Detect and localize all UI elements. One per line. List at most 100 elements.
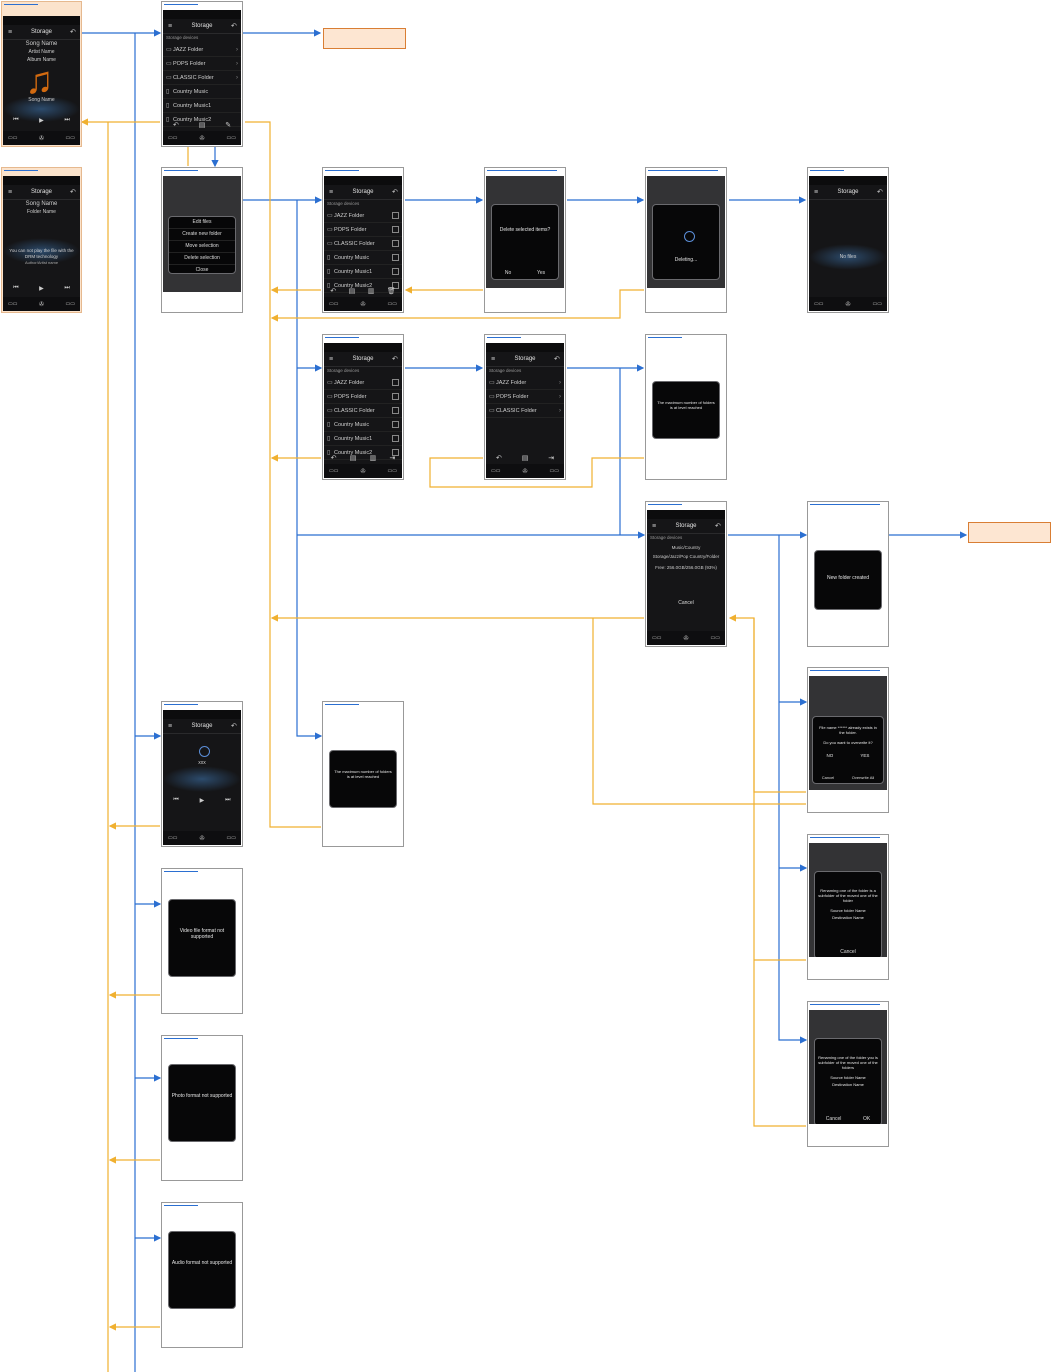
rename-dialog: Renaming one of the folder is a subfolde… (814, 871, 882, 957)
overwrite-question: Do you want to overwrite it? (813, 740, 883, 745)
close-button[interactable]: Close (169, 265, 235, 276)
spinner-icon (684, 231, 695, 242)
back-icon[interactable]: ↶ (714, 522, 722, 530)
back-icon[interactable]: ↶ (230, 22, 238, 30)
hamburger-icon[interactable]: ≡ (166, 23, 174, 30)
screen-title: Storage (352, 189, 373, 195)
overwrite-all-button[interactable]: Overwrite All (852, 775, 874, 780)
screen-deleting: Deleting... (645, 167, 727, 313)
pencil-icon[interactable]: ✎ (225, 121, 231, 129)
list-item[interactable]: ▯Country Music1 (163, 99, 241, 113)
screen-select-delete: ≡Storage↶ Storage devices ▭JAZZ Folder ▭… (322, 167, 404, 313)
trash-icon[interactable]: 🗑 (387, 287, 396, 295)
hamburger-icon[interactable]: ≡ (812, 189, 820, 196)
screen-no-files: ≡Storage↶ No files ▭▭✇▭▭ (807, 167, 889, 313)
screen-max-folders-2: The maximum number of folders is at leve… (322, 701, 404, 847)
list-item[interactable]: ▯Country Music (324, 251, 402, 265)
next-icon[interactable]: ⏭ (225, 797, 230, 804)
no-button[interactable]: NO (827, 753, 834, 758)
options-dialog: Edit files Create new folder Move select… (168, 216, 236, 274)
list-item[interactable]: ▭JAZZ Folder (324, 376, 402, 390)
list-item[interactable]: ▭POPS Folder› (163, 57, 241, 71)
yes-button[interactable]: Yes (537, 270, 545, 276)
list-item[interactable]: ▭JAZZ Folder (324, 209, 402, 223)
cancel-button[interactable]: Cancel (840, 949, 856, 955)
list-item[interactable]: ▭CLASSIC Folder (324, 237, 402, 251)
back-icon[interactable]: ↶ (69, 188, 77, 196)
hamburger-icon[interactable]: ≡ (650, 523, 658, 530)
menu-item-move[interactable]: Move selection (169, 241, 235, 253)
checkbox-icon[interactable] (392, 421, 399, 428)
new-folder-icon[interactable]: ▤ (522, 454, 529, 462)
hamburger-icon[interactable]: ≡ (489, 356, 497, 363)
yes-button[interactable]: YES (860, 753, 869, 758)
prev-icon[interactable]: ⏮ (173, 797, 178, 804)
move-icon[interactable]: ⇥ (390, 454, 396, 462)
hamburger-icon[interactable]: ≡ (166, 723, 174, 730)
deselect-icon[interactable]: ▥ (368, 287, 375, 295)
ok-button[interactable]: OK (863, 1116, 870, 1122)
prev-icon[interactable]: ⏮ (13, 285, 18, 292)
back-icon[interactable]: ↶ (553, 355, 561, 363)
menu-item-create-folder[interactable]: Create new folder (169, 229, 235, 241)
menu-item-edit[interactable]: Edit files (169, 217, 235, 229)
checkbox-icon[interactable] (392, 212, 399, 219)
undo-icon[interactable]: ↶ (330, 287, 336, 295)
checkbox-icon[interactable] (392, 435, 399, 442)
destination-name: Destination Name (815, 1082, 881, 1087)
play-icon[interactable]: ▶ (39, 117, 44, 124)
back-icon[interactable]: ↶ (876, 188, 884, 196)
list-item[interactable]: ▯Country Music1 (324, 265, 402, 279)
list-item[interactable]: ▭POPS Folder (324, 223, 402, 237)
list-item[interactable]: ▭CLASSIC Folder (324, 404, 402, 418)
hamburger-icon[interactable]: ≡ (6, 189, 14, 196)
song-name: Song Name (3, 40, 80, 48)
undo-icon[interactable]: ↶ (496, 454, 502, 462)
back-icon[interactable]: ↶ (391, 355, 399, 363)
undo-icon[interactable]: ↶ (331, 454, 337, 462)
list-item[interactable]: ▯Country Music (324, 418, 402, 432)
next-icon[interactable]: ⏭ (64, 117, 69, 124)
back-icon[interactable]: ↶ (391, 188, 399, 196)
checkbox-icon[interactable] (392, 226, 399, 233)
play-icon[interactable]: ▶ (200, 797, 205, 804)
next-icon[interactable]: ⏭ (64, 285, 69, 292)
list-item[interactable]: ▭JAZZ Folder› (486, 376, 564, 390)
select-all-icon[interactable]: ▤ (350, 454, 357, 462)
list-item[interactable]: ▯Country Music1 (324, 432, 402, 446)
list-item[interactable]: ▭JAZZ Folder› (163, 43, 241, 57)
checkbox-icon[interactable] (392, 268, 399, 275)
back-icon[interactable]: ↶ (69, 28, 77, 36)
new-folder-dialog: New folder created (814, 550, 882, 610)
hamburger-icon[interactable]: ≡ (6, 29, 14, 36)
paste-icon[interactable]: ⇥ (548, 454, 554, 462)
checkbox-icon[interactable] (392, 254, 399, 261)
path-bar: Storage devices (647, 534, 725, 543)
checkbox-icon[interactable] (392, 240, 399, 247)
list-item[interactable]: ▭POPS Folder› (486, 390, 564, 404)
select-all-icon[interactable]: ▤ (349, 287, 356, 295)
prev-icon[interactable]: ⏮ (13, 117, 18, 124)
play-icon[interactable]: ▶ (39, 285, 44, 292)
screen-rename-conflict: Renaming one of the folder is a subfolde… (807, 834, 889, 980)
no-button[interactable]: No (505, 270, 511, 276)
checkbox-icon[interactable] (392, 407, 399, 414)
checkbox-icon[interactable] (392, 393, 399, 400)
list-item[interactable]: ▯Country Music (163, 85, 241, 99)
back-icon[interactable]: ↶ (230, 722, 238, 730)
hamburger-icon[interactable]: ≡ (327, 356, 335, 363)
hamburger-icon[interactable]: ≡ (327, 189, 335, 196)
list-item[interactable]: ▭CLASSIC Folder› (486, 404, 564, 418)
undo-icon[interactable]: ↶ (173, 121, 179, 129)
deleting-text: Deleting... (653, 257, 719, 263)
spinner-icon (199, 746, 210, 757)
list-item[interactable]: ▭POPS Folder (324, 390, 402, 404)
cancel-button[interactable]: Cancel (647, 600, 725, 606)
cancel-button[interactable]: Cancel (826, 1116, 842, 1122)
edit-icon[interactable]: ▤ (199, 121, 206, 129)
cancel-button[interactable]: Cancel (822, 775, 834, 780)
checkbox-icon[interactable] (392, 379, 399, 386)
deselect-icon[interactable]: ▥ (370, 454, 377, 462)
menu-item-delete[interactable]: Delete selection (169, 253, 235, 265)
list-item[interactable]: ▭CLASSIC Folder› (163, 71, 241, 85)
